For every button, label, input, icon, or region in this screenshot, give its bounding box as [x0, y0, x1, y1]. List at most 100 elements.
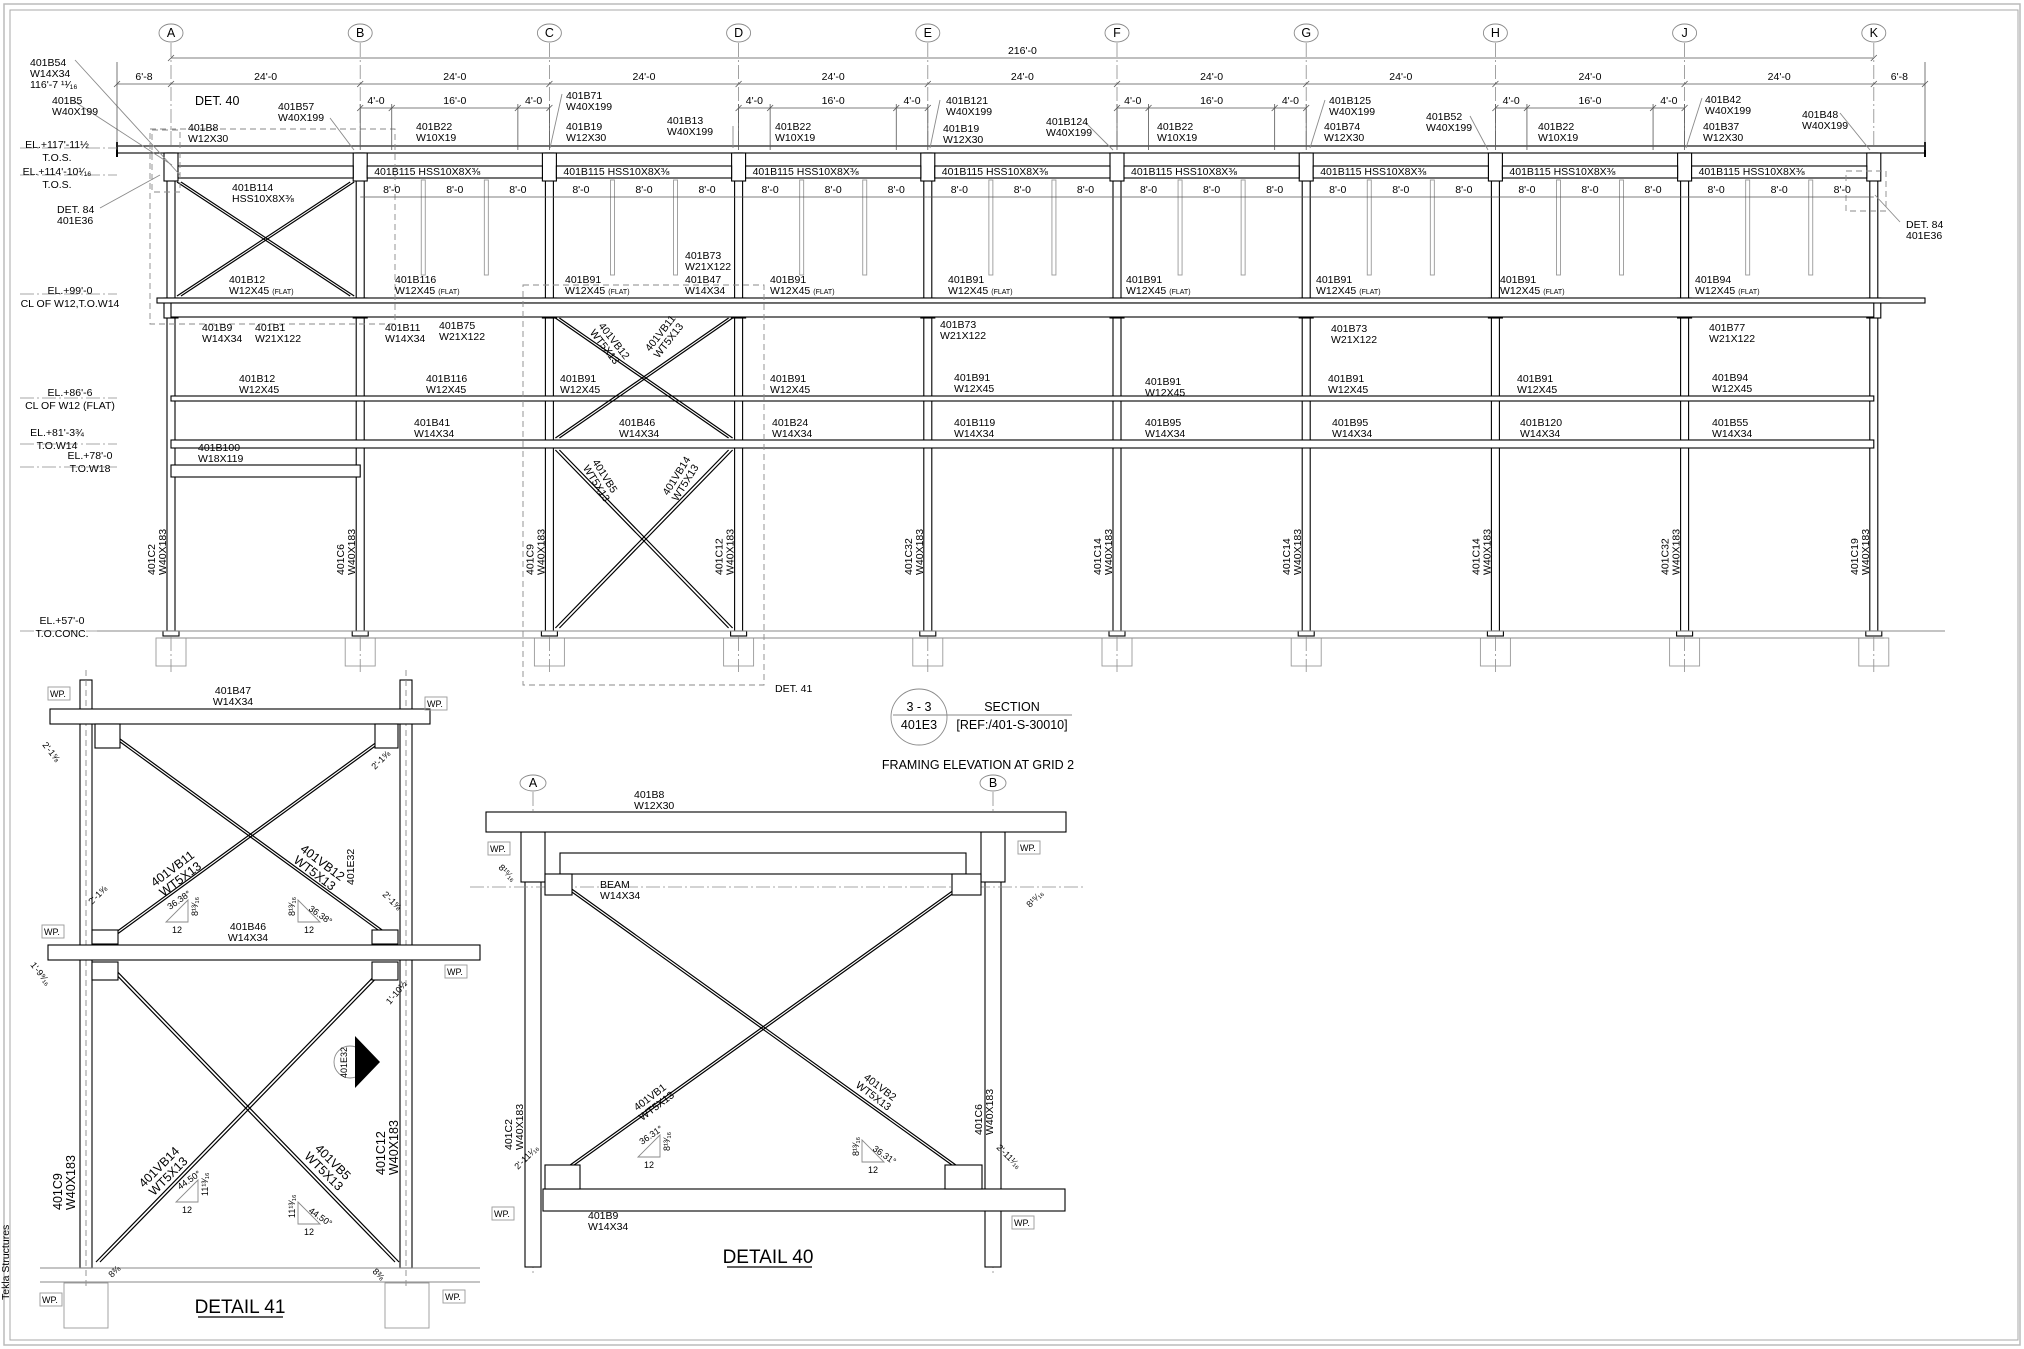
detail-40-brace-flange	[555, 881, 970, 1179]
label-line-primary: 401C6	[973, 1104, 985, 1135]
detail-41-brace	[95, 961, 389, 1263]
leader-line	[71, 99, 173, 166]
label-line-secondary: W40X183	[725, 529, 737, 575]
label-line-secondary: W14X34	[1145, 428, 1185, 440]
leader-line	[329, 117, 355, 151]
label-line-primary: 401B22	[775, 121, 811, 133]
hanger-dimension: 8'-0	[698, 184, 715, 196]
hanger-dimension: 8'-0	[635, 184, 652, 196]
detail-41-label-c9: 401C9W40X183	[51, 1155, 78, 1210]
detail-41-slope-triangle	[174, 1178, 199, 1203]
label-line-primary: 401C12	[374, 1131, 388, 1175]
label-line-primary: 24'-0	[1768, 71, 1791, 83]
label-line-primary: 8'-0	[698, 184, 715, 196]
label-line-primary: 4'-0	[746, 95, 763, 107]
dim-tick	[1681, 80, 1688, 88]
label-line-primary: 8¹³⁄₁₆	[190, 896, 200, 916]
label-line-secondary: W10X19	[775, 132, 815, 144]
label-line-secondary: (FLAT)	[1738, 289, 1759, 296]
label-line-primary: WP.	[1014, 1218, 1030, 1228]
label-line-secondary: W40X183	[157, 529, 169, 575]
label-line-primary: WP.	[42, 1295, 58, 1305]
grid-bubble-a	[158, 23, 184, 43]
label-line-secondary: W21X122	[439, 331, 485, 343]
label-line-secondary: W40X183	[984, 1089, 996, 1135]
label-line-secondary: W14X34	[772, 428, 812, 440]
detail-41-brace-flange	[107, 961, 400, 1263]
label-line-secondary: W40X183	[346, 529, 358, 575]
label-line-secondary: 401E36	[57, 215, 93, 227]
label-line-primary: 401B120	[1520, 417, 1562, 429]
detail-41-slope-triangle	[297, 1200, 322, 1225]
detail-40-brace-flange	[561, 881, 975, 1179]
hanger-dimension: 8'-0	[951, 184, 968, 196]
label-line-primary: 12	[172, 925, 182, 935]
detail-40-grid-bubble	[519, 774, 547, 792]
label-line-secondary: W40X183	[1671, 529, 1683, 575]
detail-41	[39, 670, 481, 1329]
label-line-secondary: W12X45	[1145, 387, 1185, 399]
label-line-primary: 401C14	[1092, 538, 1104, 575]
label-line-primary: 401B19	[943, 123, 979, 135]
grid-bubble-b	[347, 23, 373, 43]
label-line-primary: 401B8	[188, 122, 219, 134]
bay-dimension: 24'-0	[632, 71, 655, 83]
label-line-primary: 401B91	[1328, 373, 1364, 385]
leader-line	[1084, 121, 1114, 151]
label-line-primary: 401B115 HSS10X8X⅜	[942, 166, 1048, 178]
label-line-secondary: (FLAT)	[991, 289, 1012, 296]
label-line-primary: 401B114	[232, 182, 273, 194]
detail-40-beam-w14	[559, 852, 967, 875]
el-81-beam	[170, 439, 1875, 449]
label-line-primary: 401B42	[1705, 94, 1741, 106]
label-line-secondary: W40X183	[535, 529, 547, 575]
label-line-primary: 4'-0	[1282, 95, 1299, 107]
label-line-primary: 24'-0	[1389, 71, 1412, 83]
detail-40-boundary	[149, 128, 396, 325]
label-line-primary: 8¹³⁄₁₆	[851, 1136, 861, 1156]
label-line-secondary: 116'-7 ¹¹⁄₁₆	[30, 79, 78, 91]
grid-label: D	[734, 26, 743, 40]
section-number: 3 - 3	[906, 700, 931, 714]
label-line-primary: 401C14	[1281, 538, 1293, 575]
sub-dimension: 4'-0	[1660, 95, 1677, 107]
label-line-primary: 4'-0	[525, 95, 542, 107]
detail-41-brace	[103, 961, 396, 1263]
leader-line	[74, 59, 181, 176]
brace-cd-upper	[555, 317, 729, 439]
hanger-rod	[1556, 179, 1561, 276]
detail-41-beam-401b47	[49, 708, 431, 725]
member-label-det40: DET. 40	[195, 94, 240, 108]
label-line-primary: 8'-0	[1581, 184, 1598, 196]
label-line-primary: 8¹³⁄₁₆	[287, 896, 297, 916]
label-line-primary: 401B116	[395, 274, 436, 286]
grid-bubble-d	[726, 23, 752, 43]
label-line-secondary: W40X199	[667, 126, 713, 138]
detail-41-slope-run: 12	[182, 1205, 192, 1215]
label-line-primary: 401B12	[239, 373, 275, 385]
detail-41-brace-flange	[99, 961, 393, 1263]
sub-dimension: 4'-0	[903, 95, 920, 107]
detail-41-slope-run: 12	[304, 925, 314, 935]
label-line-secondary: W40X183	[64, 1155, 78, 1210]
label-line-secondary: (FLAT)	[608, 289, 629, 296]
label-line-secondary: W12X45	[1712, 383, 1752, 395]
label-line-primary: 401B41	[414, 417, 450, 429]
label-line-secondary: W12X30	[1324, 132, 1364, 144]
label-line-primary: EL.+81'-3¾	[30, 427, 84, 439]
label-line-secondary: W40X199	[1802, 120, 1848, 132]
detail-40-beam-401b9	[542, 1188, 1066, 1212]
wp-tag-box	[444, 964, 468, 979]
label-line-secondary: W14X34	[385, 333, 425, 345]
